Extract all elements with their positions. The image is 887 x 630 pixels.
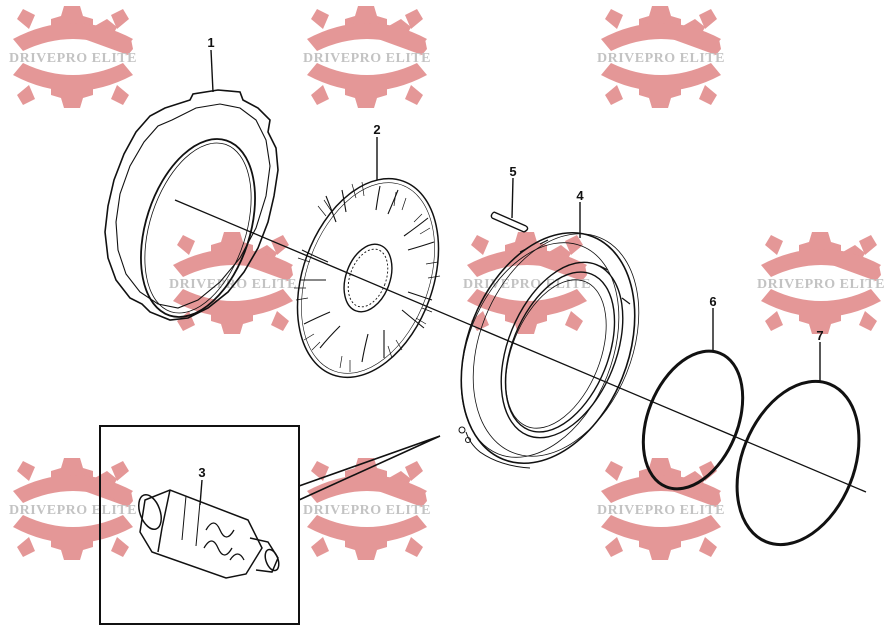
callout-2: 2 xyxy=(373,122,380,137)
part-7-outer-o-ring xyxy=(735,379,861,547)
callout-6: 6 xyxy=(709,294,716,309)
watermark-logo: DRIVEPRO ELITE xyxy=(303,6,431,108)
watermark-text: DRIVEPRO ELITE xyxy=(9,503,137,518)
part-3-check-valve xyxy=(138,489,280,579)
watermark-text: DRIVEPRO ELITE xyxy=(169,277,297,292)
callout-4: 4 xyxy=(576,188,584,203)
callout-3: 3 xyxy=(198,465,205,480)
watermark-logo: DRIVEPRO ELITE xyxy=(9,458,137,560)
watermark-text: DRIVEPRO ELITE xyxy=(597,51,725,66)
watermark-logo: DRIVEPRO ELITE xyxy=(303,458,431,560)
watermark-logo: DRIVEPRO ELITE xyxy=(757,232,885,334)
part-5-pin xyxy=(490,211,529,233)
leader-line-5 xyxy=(511,177,514,219)
part-2-friction-disc xyxy=(294,177,441,379)
watermark-logo: DRIVEPRO ELITE xyxy=(597,458,725,560)
detail-inset-frame xyxy=(99,425,441,625)
watermark-logo: DRIVEPRO ELITE xyxy=(9,6,137,108)
leader-line-3 xyxy=(199,479,203,506)
watermark-logo: DRIVEPRO ELITE xyxy=(169,232,297,334)
watermark-logo: DRIVEPRO ELITE xyxy=(597,6,725,108)
watermark-text: DRIVEPRO ELITE xyxy=(463,277,591,292)
callout-1: 1 xyxy=(207,35,214,50)
watermark-layer: DRIVEPRO ELITE DRIVEPRO ELITE DRIVEPRO E… xyxy=(9,6,885,560)
part-6-inner-o-ring xyxy=(641,349,745,491)
watermark-text: DRIVEPRO ELITE xyxy=(303,51,431,66)
callout-7: 7 xyxy=(816,328,823,343)
watermark-text: DRIVEPRO ELITE xyxy=(9,51,137,66)
leader-lines xyxy=(199,49,821,506)
callout-labels: 1 2 3 4 5 6 7 xyxy=(198,35,823,480)
watermark-logo: DRIVEPRO ELITE xyxy=(463,232,591,334)
watermark-text: DRIVEPRO ELITE xyxy=(303,503,431,518)
watermark-text: DRIVEPRO ELITE xyxy=(597,503,725,518)
watermark-text: DRIVEPRO ELITE xyxy=(757,277,885,292)
part-4-clutch-piston xyxy=(458,231,640,469)
callout-5: 5 xyxy=(509,164,516,179)
leader-line-1 xyxy=(210,49,214,93)
assembly-axis-line xyxy=(174,199,867,493)
part-1-separator-plate xyxy=(104,89,279,321)
